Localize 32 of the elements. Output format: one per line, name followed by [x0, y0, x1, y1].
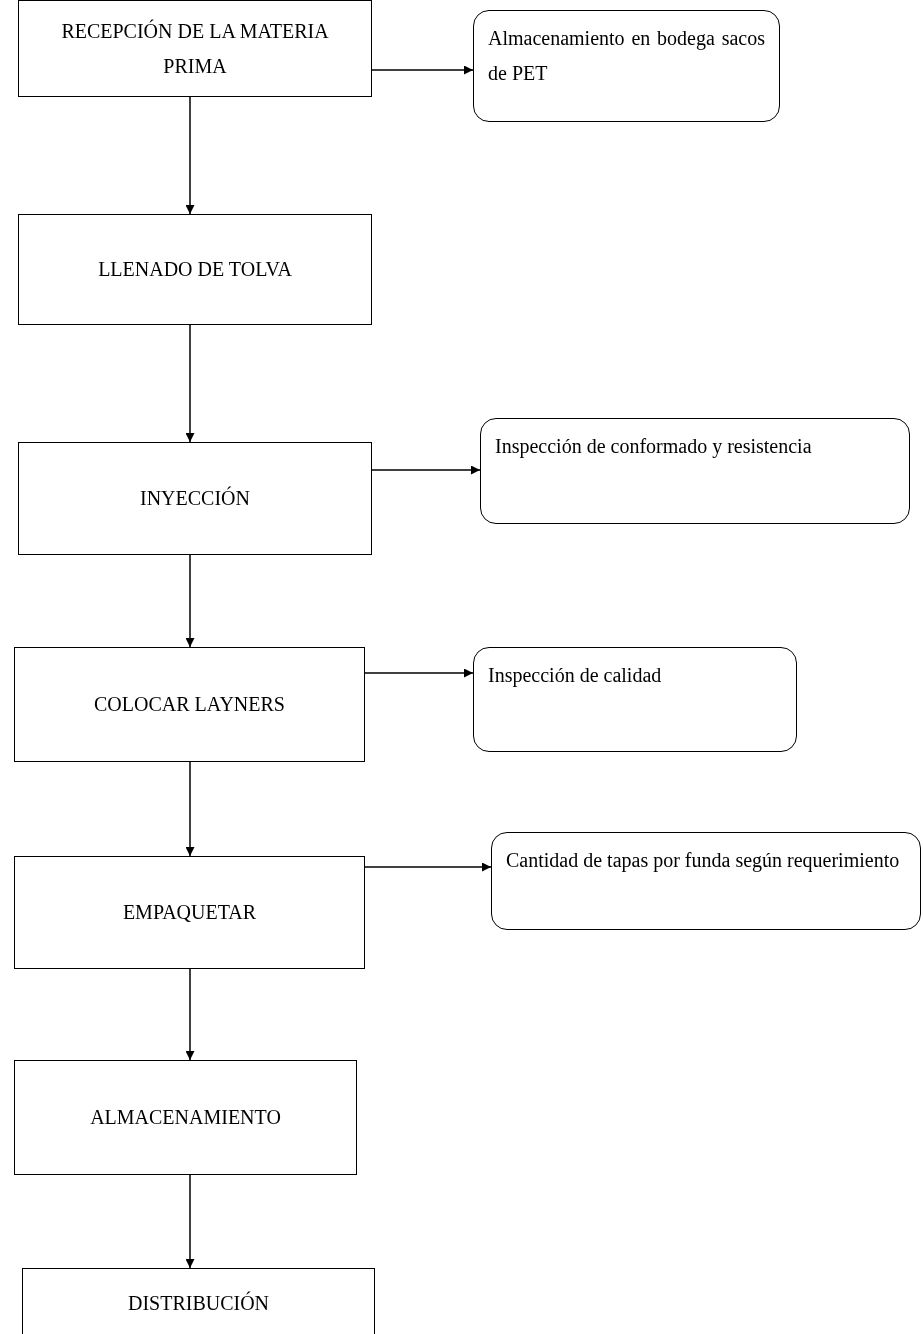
arrow [185, 761, 195, 857]
arrow [364, 668, 474, 678]
box-text: COLOCAR LAYNERS [94, 692, 285, 717]
note-box [473, 10, 780, 122]
arrow [364, 862, 492, 872]
arrow [185, 1174, 195, 1269]
box-text: EMPAQUETAR [122, 900, 257, 925]
arrow [185, 96, 195, 215]
note-box [480, 418, 910, 524]
arrow [185, 554, 195, 648]
box-text: Inspección de calidad [488, 663, 663, 689]
box-text: Cantidad de tapas por funda según requerimiento [506, 848, 901, 874]
process-box [18, 0, 372, 97]
note-box [473, 647, 797, 752]
process-box [14, 856, 365, 969]
box-text: INYECCIÓN [140, 485, 250, 511]
box-text: Inspección de conformado y resistencia [495, 434, 813, 460]
arrow [371, 65, 474, 75]
process-box [18, 442, 372, 555]
box-text: LLENADO DE TOLVA [98, 257, 292, 282]
box-text: RECEPCIÓN DE LA MATERIA PRIMA [60, 18, 330, 79]
arrow [185, 324, 195, 443]
box-text: ALMACENAMIENTO [90, 1105, 281, 1130]
process-box [14, 1060, 357, 1175]
box-text: Almacenamiento en bodega sacos de PET [488, 26, 765, 86]
arrow [371, 465, 481, 475]
process-box [18, 214, 372, 325]
arrow [185, 968, 195, 1061]
process-box [22, 1268, 375, 1334]
box-text: DISTRIBUCIÓN [127, 1290, 270, 1316]
process-box [14, 647, 365, 762]
note-box [491, 832, 921, 930]
